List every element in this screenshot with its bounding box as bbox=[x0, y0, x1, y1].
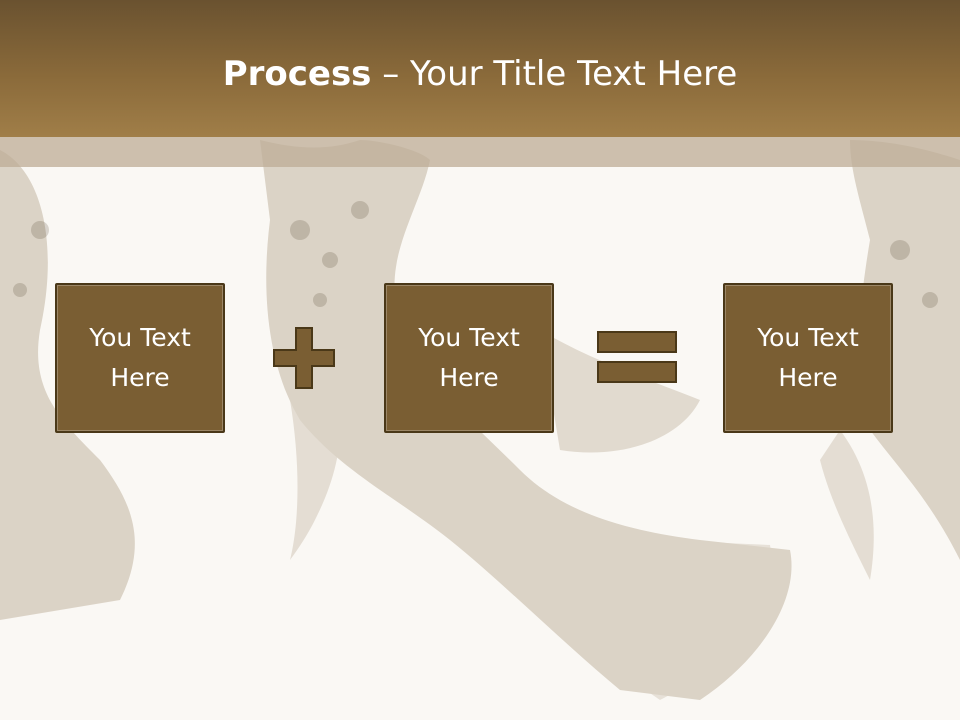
title-bar bbox=[0, 0, 960, 137]
slide-title: Process – Your Title Text Here bbox=[0, 50, 960, 98]
process-box-1-text: You Text Here bbox=[89, 323, 191, 392]
process-box-2[interactable]: You Text Here bbox=[384, 283, 554, 433]
process-box-1[interactable]: You Text Here bbox=[55, 283, 225, 433]
process-box-2-text: You Text Here bbox=[418, 323, 520, 392]
equals-icon bbox=[597, 331, 677, 383]
plus-icon bbox=[273, 327, 335, 389]
process-box-3[interactable]: You Text Here bbox=[723, 283, 893, 433]
title-divider-strip bbox=[0, 137, 960, 167]
title-strong-text: Process bbox=[222, 54, 372, 94]
title-rest-text: – Your Title Text Here bbox=[371, 54, 738, 94]
process-box-3-text: You Text Here bbox=[757, 323, 859, 392]
